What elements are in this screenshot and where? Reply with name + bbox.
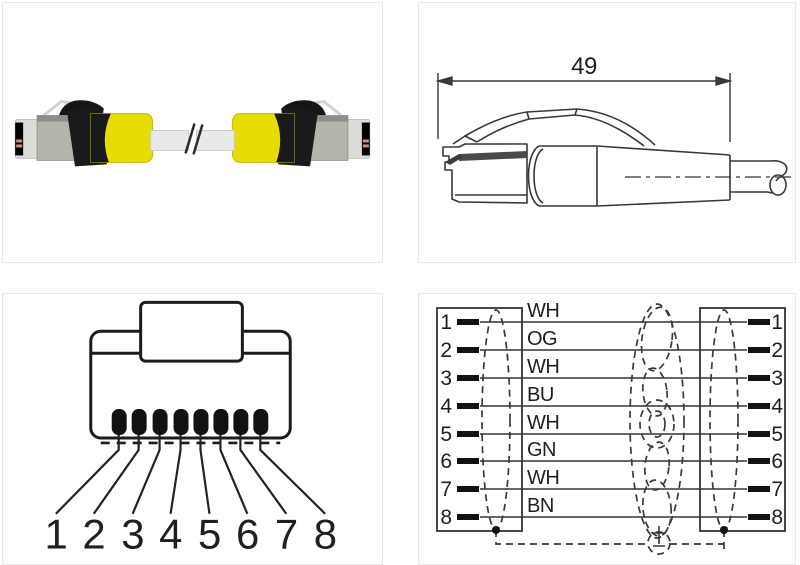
shield-routing-line bbox=[495, 530, 725, 552]
pair-ellipse bbox=[640, 306, 674, 372]
pin-7 bbox=[233, 409, 249, 435]
pair-ellipse bbox=[641, 367, 669, 417]
strain-relief bbox=[596, 145, 731, 207]
housing-front-curve bbox=[527, 145, 544, 207]
wiring-diagram: 1 2 3 4 5 6 7 8 1 2 3 4 5 6 7 8 WH OG WH… bbox=[436, 300, 786, 555]
pin-label-6: 6 bbox=[236, 511, 259, 558]
pin-label-2: 2 bbox=[82, 511, 105, 558]
pin-3 bbox=[152, 409, 168, 435]
wire-color-5: WH bbox=[527, 412, 559, 434]
right-shield-dot bbox=[720, 526, 728, 534]
latch-tab bbox=[139, 300, 244, 363]
pin-label-5: 5 bbox=[198, 511, 221, 558]
pin-1 bbox=[111, 409, 127, 435]
connector-front-view bbox=[89, 300, 292, 445]
dimension-lines bbox=[435, 73, 733, 142]
cable-end-join bbox=[765, 191, 773, 194]
cable-break-marks bbox=[184, 123, 204, 155]
pin-label-7: 7 bbox=[275, 511, 298, 558]
contact-wedge bbox=[445, 154, 463, 165]
arrowhead-left-icon bbox=[435, 76, 453, 86]
contact-bar bbox=[459, 151, 527, 161]
pair-ellipse bbox=[641, 479, 673, 537]
wire-color-4: BU bbox=[527, 384, 554, 406]
rj45-pinout-diagram: 1 2 3 4 5 6 7 8 bbox=[44, 300, 337, 558]
left-pin-2: 2 bbox=[440, 339, 451, 362]
right-pin-numbers: 1 2 3 4 5 6 7 8 bbox=[771, 311, 784, 529]
right-connector bbox=[194, 98, 372, 168]
pin-leader-lines bbox=[55, 434, 326, 515]
left-connector-box bbox=[436, 307, 523, 532]
wire-color-3: WH bbox=[527, 356, 559, 378]
right-pin-5: 5 bbox=[771, 423, 782, 446]
left-pin-7: 7 bbox=[440, 478, 451, 501]
left-pin-6: 6 bbox=[440, 450, 451, 473]
dimension-value: 49 bbox=[571, 53, 597, 80]
connector-side-view bbox=[442, 108, 793, 207]
pin-numbers: 1 2 3 4 5 6 7 8 bbox=[44, 511, 337, 558]
left-cable-ellipse bbox=[481, 309, 511, 531]
wire-lines bbox=[480, 321, 747, 518]
pin-6 bbox=[213, 409, 229, 435]
left-pin-numbers: 1 2 3 4 5 6 7 8 bbox=[440, 311, 453, 529]
right-pin-6: 6 bbox=[771, 450, 782, 473]
right-cable-ellipse bbox=[709, 309, 739, 531]
cable-photo-illustration bbox=[13, 98, 372, 168]
left-pin-1: 1 bbox=[440, 311, 451, 334]
wire-color-8: BN bbox=[527, 495, 554, 517]
pinout-panel: 1 2 3 4 5 6 7 8 bbox=[2, 293, 383, 565]
right-pin-7: 7 bbox=[771, 478, 782, 501]
pin-label-4: 4 bbox=[159, 511, 182, 558]
latch-bump bbox=[452, 135, 478, 145]
left-pin-5: 5 bbox=[440, 423, 451, 446]
dimension-drawing-panel: 49 bbox=[418, 2, 796, 263]
wire-color-labels: WH OG WH BU WH GN WH BN bbox=[527, 300, 560, 517]
pin-label-1: 1 bbox=[44, 511, 67, 558]
pin-label-3: 3 bbox=[121, 511, 144, 558]
pins bbox=[111, 409, 269, 435]
product-photo-panel bbox=[2, 2, 383, 263]
cable-outline bbox=[730, 160, 771, 193]
pair-ellipse-inner bbox=[648, 410, 666, 438]
left-pin-3: 3 bbox=[440, 367, 451, 390]
right-pin-4: 4 bbox=[771, 395, 783, 418]
right-connector-box bbox=[699, 307, 786, 532]
housing bbox=[539, 145, 598, 207]
pin-5 bbox=[193, 409, 209, 435]
left-shield-dot bbox=[492, 526, 500, 534]
ground-symbol-icon bbox=[652, 526, 666, 547]
left-pin-stubs bbox=[457, 319, 479, 520]
pin-label-8: 8 bbox=[314, 511, 337, 558]
latch-arm-outer bbox=[464, 108, 656, 146]
left-pin-4: 4 bbox=[440, 395, 452, 418]
wire-color-7: WH bbox=[527, 467, 559, 489]
left-pin-8: 8 bbox=[440, 506, 451, 529]
right-pin-2: 2 bbox=[771, 339, 782, 362]
connector-dimension-drawing: 49 bbox=[435, 53, 793, 207]
right-pin-1: 1 bbox=[771, 311, 782, 334]
wire-color-1: WH bbox=[527, 300, 559, 322]
right-pin-stubs bbox=[748, 319, 770, 520]
pair-ellipse bbox=[643, 441, 671, 491]
pair-ellipse bbox=[639, 399, 675, 449]
arrowhead-right-icon bbox=[715, 76, 733, 86]
pin-2 bbox=[131, 409, 147, 435]
wire-color-2: OG bbox=[527, 328, 557, 350]
wiring-diagram-panel: 1 2 3 4 5 6 7 8 1 2 3 4 5 6 7 8 WH OG WH… bbox=[418, 293, 796, 565]
cable-bundle-ellipse bbox=[629, 303, 685, 539]
right-pin-8: 8 bbox=[771, 506, 782, 529]
latch-segments bbox=[526, 108, 578, 120]
cable-cut-end bbox=[769, 174, 787, 196]
pin-4 bbox=[173, 409, 189, 435]
left-connector bbox=[13, 98, 191, 168]
cable-end-curl bbox=[770, 160, 788, 182]
pin-8 bbox=[253, 409, 269, 435]
right-pin-3: 3 bbox=[771, 367, 782, 390]
wire-color-6: GN bbox=[527, 439, 556, 461]
